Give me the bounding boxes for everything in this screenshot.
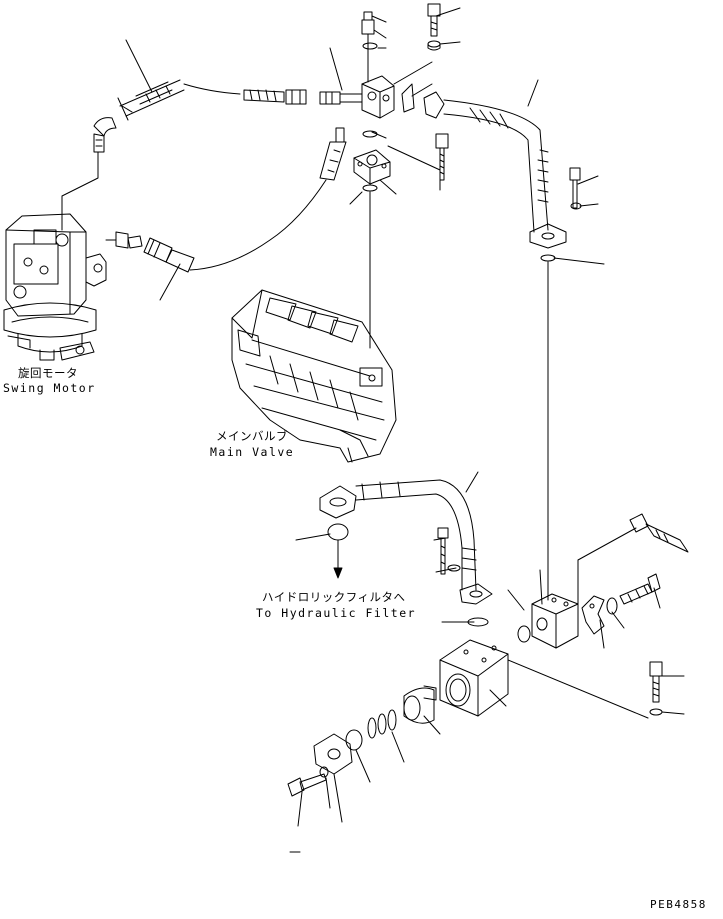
bolt-right-upper xyxy=(570,168,581,209)
main-valve-assembly xyxy=(232,290,396,462)
tube-lower-center xyxy=(320,480,492,604)
flange-center xyxy=(354,131,390,348)
bolt-lower-center xyxy=(438,528,460,574)
elbow-fitting-motor-top xyxy=(62,118,116,230)
bolts-top-right xyxy=(428,4,440,50)
valve-block-right xyxy=(518,514,688,648)
clamp-and-bolt-right xyxy=(582,574,660,634)
drawing-code: PEB4858 xyxy=(650,898,707,911)
bolt-lower-right xyxy=(650,662,662,715)
hose-upper-left xyxy=(118,80,306,120)
tube-right-upper xyxy=(424,92,566,600)
filter-block xyxy=(440,618,648,718)
hose-center-down xyxy=(106,128,346,272)
swing-motor-assembly xyxy=(4,214,106,360)
swing-motor-label-en: Swing Motor xyxy=(3,381,96,395)
hydraulic-filter-label-en: To Hydraulic Filter xyxy=(256,606,417,620)
filter-element-parts xyxy=(288,686,436,796)
main-valve-label-jp: メインバルブ xyxy=(216,429,288,443)
bolt-upper-center xyxy=(436,134,448,180)
swing-motor-label-jp: 旋回モータ xyxy=(18,366,78,380)
main-valve-label-en: Main Valve xyxy=(210,445,295,459)
hydraulic-filter-label-jp: ハイドロリックフィルタへ xyxy=(262,590,406,604)
fitting-upper-center xyxy=(320,12,414,118)
leader-lines xyxy=(126,8,684,852)
